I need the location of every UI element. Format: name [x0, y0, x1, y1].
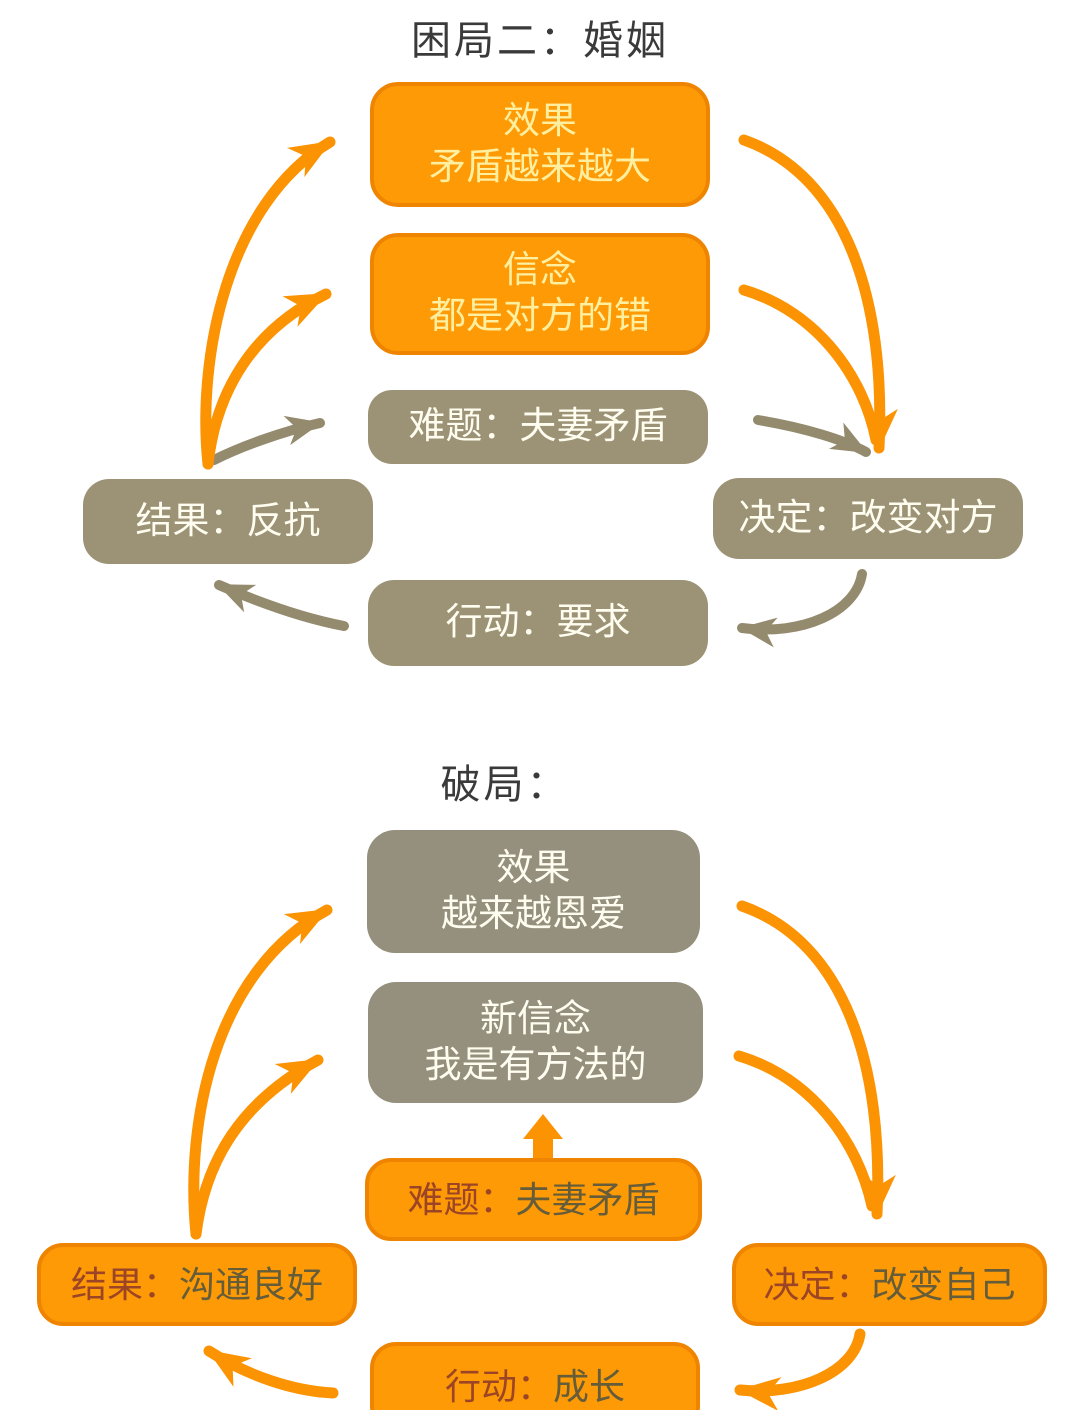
- d2-arrow-result-to-effect: [188, 904, 333, 1240]
- d2-problem-label: 难题：夫妻矛盾: [407, 1177, 659, 1223]
- d1-arrow-problem-to-decision: [753, 415, 871, 457]
- d1-arrow-effect-to-decision: [738, 134, 898, 454]
- d2-belief-line2: 我是有方法的: [424, 1044, 647, 1086]
- d1-arrow-decision-to-action: [737, 569, 867, 648]
- d2-decision-label: 决定：改变自己: [763, 1262, 1015, 1308]
- d2-result-rest: 沟通良好: [179, 1264, 324, 1305]
- d1-belief-line2: 都是对方的错: [429, 296, 651, 337]
- d1-effect-line2: 矛盾越来越大: [429, 146, 651, 188]
- d2-problem-box: 难题：夫妻矛盾: [365, 1158, 702, 1241]
- d1-effect-box: 效果 矛盾越来越大: [370, 82, 710, 207]
- diagram1-title: 困局二：婚姻: [411, 18, 669, 63]
- d2-decision-box: 决定：改变自己: [732, 1243, 1047, 1326]
- d1-problem-label: 难题：夫妻矛盾: [408, 406, 668, 447]
- d1-arrow-result-to-belief: [202, 288, 332, 470]
- d2-decision-rest: 改变自己: [871, 1264, 1016, 1305]
- d1-decision-label: 决定：改变对方: [738, 497, 998, 539]
- d1-decision-box: 决定：改变对方: [713, 478, 1023, 559]
- d2-arrow-problem-to-belief: [523, 1114, 563, 1158]
- d2-problem-prefix: 难题：: [407, 1179, 516, 1220]
- d2-belief-line1: 新信念: [480, 998, 591, 1040]
- d2-arrow-belief-to-decision: [733, 1050, 878, 1212]
- d2-action-box: 行动：成长: [370, 1342, 700, 1410]
- d1-arrow-result-to-effect: [200, 136, 336, 470]
- d2-result-box: 结果：沟通良好: [37, 1243, 357, 1326]
- d1-effect-line1: 效果: [503, 100, 577, 142]
- d2-effect-box: 效果 越来越恩爱: [367, 830, 700, 953]
- d1-action-box: 行动：要求: [368, 580, 708, 666]
- d1-result-box: 结果：反抗: [83, 479, 373, 564]
- d2-problem-rest: 夫妻矛盾: [515, 1179, 660, 1220]
- d2-arrow-result-to-belief: [190, 1054, 324, 1240]
- d2-action-prefix: 行动：: [444, 1367, 553, 1407]
- d1-belief-line1: 信念: [503, 250, 577, 291]
- d2-arrow-action-to-result: [203, 1345, 339, 1399]
- diagram2-title: 破局：: [440, 762, 570, 807]
- d2-result-prefix: 结果：: [70, 1264, 179, 1305]
- d2-effect-line1: 效果: [496, 847, 571, 889]
- d2-effect-line2: 越来越恩爱: [441, 893, 626, 935]
- d1-result-label: 结果：反抗: [135, 500, 321, 542]
- d1-arrow-result-to-problem: [209, 415, 325, 465]
- d2-arrow-decision-to-action: [734, 1328, 866, 1410]
- d1-arrow-action-to-result: [214, 580, 349, 631]
- d2-arrow-effect-to-decision: [736, 900, 896, 1220]
- d2-decision-prefix: 决定：: [763, 1264, 872, 1305]
- d2-result-label: 结果：沟通良好: [71, 1262, 323, 1308]
- d1-action-label: 行动：要求: [445, 602, 631, 643]
- d1-problem-box: 难题：夫妻矛盾: [368, 390, 708, 464]
- d2-action-rest: 成长: [553, 1367, 626, 1407]
- d1-belief-box: 信念 都是对方的错: [370, 233, 710, 355]
- d2-belief-box: 新信念 我是有方法的: [368, 982, 703, 1103]
- d2-action-label: 行动：成长: [445, 1364, 625, 1410]
